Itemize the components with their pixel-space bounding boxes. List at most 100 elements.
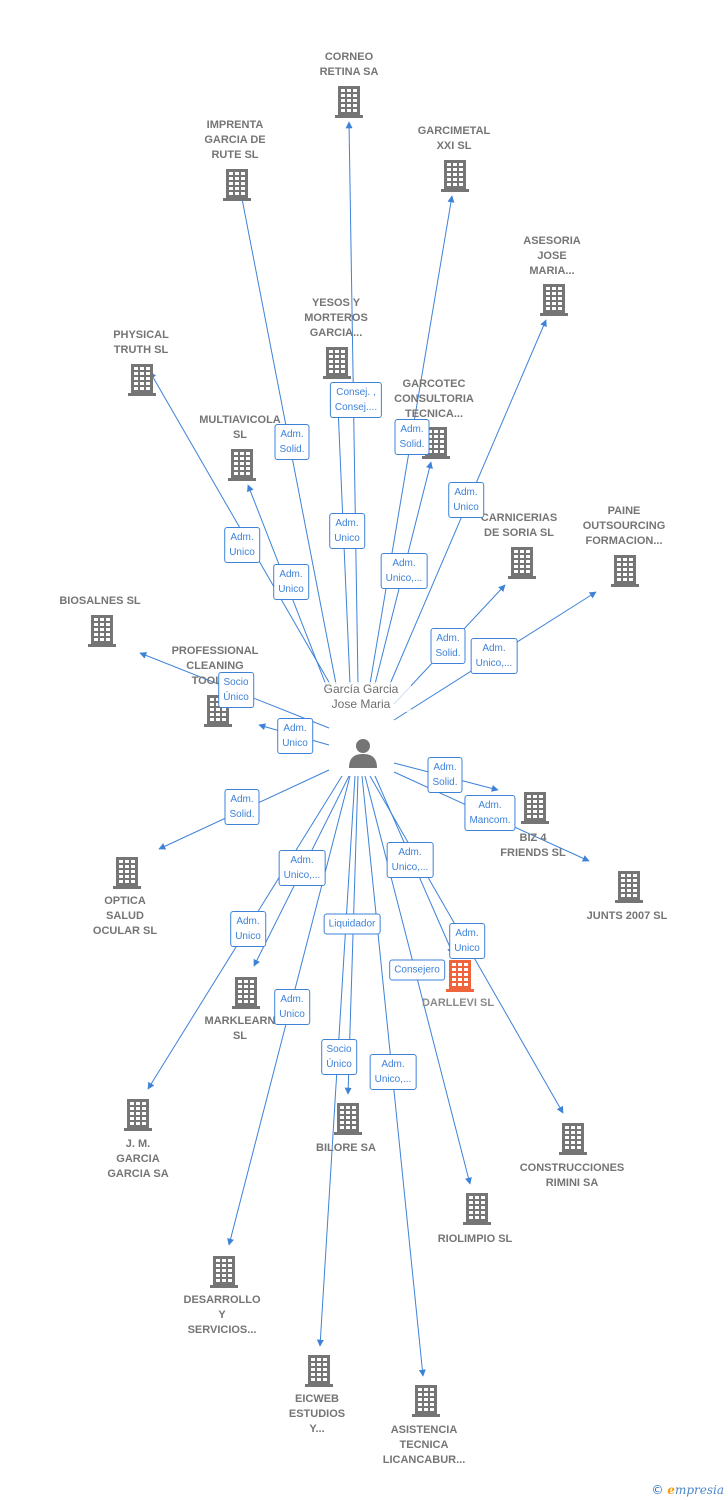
building-icon [323, 347, 351, 379]
company-node-biz4[interactable] [520, 790, 550, 824]
relation-label-asistencia[interactable]: Adm. Unico,... [369, 1054, 417, 1090]
company-name-marklearn[interactable]: MARKLEARN SL [204, 1015, 276, 1042]
relation-label-carnicerias[interactable]: Adm. Solid. [430, 628, 466, 664]
relation-label-multiavicola[interactable]: Adm. Unico [273, 564, 309, 600]
company-node-riolimpio[interactable] [462, 1191, 492, 1225]
building-icon [210, 1256, 238, 1288]
company-name-eicweb[interactable]: EICWEB ESTUDIOS Y... [288, 1393, 346, 1435]
company-node-garcimetal[interactable] [440, 158, 470, 192]
relation-label-eicweb[interactable]: Socio Único [321, 1039, 357, 1075]
building-icon [559, 1123, 587, 1155]
company-node-construcciones[interactable] [558, 1121, 588, 1155]
copyright-symbol: © [651, 1483, 664, 1497]
company-name-darllevi[interactable]: DARLLEVI SL [421, 997, 495, 1009]
relation-label-darllevi[interactable]: Consejero [389, 959, 445, 981]
relation-label-riolimpio[interactable]: Adm. Unico,... [386, 842, 434, 878]
company-node-marklearn[interactable] [231, 975, 261, 1009]
building-icon [508, 547, 536, 579]
company-node-physical[interactable] [127, 362, 157, 396]
brand-initial: e [667, 1483, 675, 1497]
company-node-imprenta[interactable] [222, 167, 252, 201]
relation-label-marklearn[interactable]: Adm. Unico,... [278, 850, 326, 886]
relation-label-corneo[interactable]: Consej. , Consej.... [329, 382, 383, 418]
relation-label-garcotec[interactable]: Adm. Solid. [394, 419, 430, 455]
building-icon [412, 1385, 440, 1417]
relation-label-professional[interactable]: Adm. Unico [277, 718, 313, 754]
company-node-yesos[interactable] [322, 345, 352, 379]
building-icon [521, 792, 549, 824]
company-name-asistencia[interactable]: ASISTENCIA TECNICA LICANCABUR... [382, 1424, 466, 1466]
company-node-corneo[interactable] [334, 84, 364, 118]
company-node-paine[interactable] [610, 553, 640, 587]
person-icon [349, 739, 377, 768]
company-name-biz4[interactable]: BIZ 4 FRIENDS SL [500, 832, 566, 859]
building-icon [335, 86, 363, 118]
company-name-paine[interactable]: PAINE OUTSOURCING FORMACION... [582, 505, 666, 547]
building-icon [463, 1193, 491, 1225]
company-name-garcotec[interactable]: GARCOTEC CONSULTORIA TECNICA... [394, 378, 474, 420]
relation-label-junts[interactable]: Adm. Mancom. [464, 795, 516, 831]
company-name-professional[interactable]: PROFESSIONAL CLEANING TOOLS... [171, 645, 259, 687]
company-name-jm[interactable]: J. M. GARCIA GARCIA SA [107, 1138, 169, 1180]
brand-name: mpresia [674, 1483, 724, 1497]
relation-label-optica[interactable]: Adm. Solid. [224, 789, 260, 825]
company-name-physical[interactable]: PHYSICAL TRUTH SL [113, 329, 169, 356]
company-node-asistencia[interactable] [411, 1383, 441, 1417]
building-icon [88, 615, 116, 647]
company-name-construcciones[interactable]: CONSTRUCCIONES RIMINI SA [519, 1162, 625, 1189]
company-name-junts[interactable]: JUNTS 2007 SL [586, 910, 668, 922]
company-node-carnicerias[interactable] [507, 545, 537, 579]
building-icon [228, 449, 256, 481]
building-icon [422, 427, 450, 459]
company-node-darllevi[interactable] [445, 958, 475, 992]
company-name-biosalnes[interactable]: BIOSALNES SL [59, 595, 141, 607]
company-name-multiavicola[interactable]: MULTIAVICOLA SL [199, 414, 281, 441]
footer-brand: © empresia [651, 1483, 724, 1497]
building-icon [615, 871, 643, 903]
relation-label-biosalnes[interactable]: Socio Único [218, 672, 254, 708]
relation-label-paine[interactable]: Adm. Unico,... [470, 638, 518, 674]
company-name-optica[interactable]: OPTICA SALUD OCULAR SL [92, 895, 158, 937]
building-icon [446, 960, 474, 992]
company-name-riolimpio[interactable]: RIOLIMPIO SL [437, 1233, 513, 1245]
relation-label-desarrollo[interactable]: Adm. Unico [274, 989, 310, 1025]
relation-label-bilore[interactable]: Liquidador [323, 913, 381, 935]
company-node-multiavicola[interactable] [227, 447, 257, 481]
building-icon [540, 284, 568, 316]
building-icon [223, 169, 251, 201]
relation-label-physical[interactable]: Adm. Unico [224, 527, 260, 563]
company-node-junts[interactable] [614, 869, 644, 903]
company-name-desarrollo[interactable]: DESARROLLO Y SERVICIOS... [183, 1294, 261, 1336]
company-node-jm[interactable] [123, 1097, 153, 1131]
center-person-node[interactable] [346, 736, 380, 770]
relation-label-biz4[interactable]: Adm. Solid. [427, 757, 463, 793]
center-person-name: García Garcia Jose Maria [311, 682, 411, 712]
company-node-eicweb[interactable] [304, 1353, 334, 1387]
company-node-asesoria[interactable] [539, 282, 569, 316]
company-node-bilore[interactable] [333, 1101, 363, 1135]
relation-label-construcciones[interactable]: Adm. Unico [449, 923, 485, 959]
company-name-corneo[interactable]: CORNEO RETINA SA [319, 51, 379, 78]
building-icon [128, 364, 156, 396]
building-icon [441, 160, 469, 192]
company-name-bilore[interactable]: BILORE SA [316, 1142, 376, 1154]
relation-label-imprenta[interactable]: Adm. Solid. [274, 424, 310, 460]
company-node-optica[interactable] [112, 855, 142, 889]
building-icon [334, 1103, 362, 1135]
company-name-imprenta[interactable]: IMPRENTA GARCIA DE RUTE SL [204, 119, 266, 161]
company-node-garcotec[interactable] [421, 425, 451, 459]
company-name-carnicerias[interactable]: CARNICERIAS DE SORIA SL [480, 512, 558, 539]
company-node-desarrollo[interactable] [209, 1254, 239, 1288]
building-icon [611, 555, 639, 587]
building-icon [232, 977, 260, 1009]
relation-label-jm[interactable]: Adm. Unico [230, 911, 266, 947]
company-name-garcimetal[interactable]: GARCIMETAL XXI SL [417, 125, 491, 152]
relation-label-asesoria[interactable]: Adm. Unico [448, 482, 484, 518]
relation-label-garcimetal[interactable]: Adm. Unico,... [380, 553, 428, 589]
company-name-yesos[interactable]: YESOS Y MORTEROS GARCIA... [304, 297, 368, 339]
building-icon [305, 1355, 333, 1387]
company-name-asesoria[interactable]: ASESORIA JOSE MARIA... [523, 235, 581, 277]
company-node-biosalnes[interactable] [87, 613, 117, 647]
relation-label-yesos[interactable]: Adm. Unico [329, 513, 365, 549]
